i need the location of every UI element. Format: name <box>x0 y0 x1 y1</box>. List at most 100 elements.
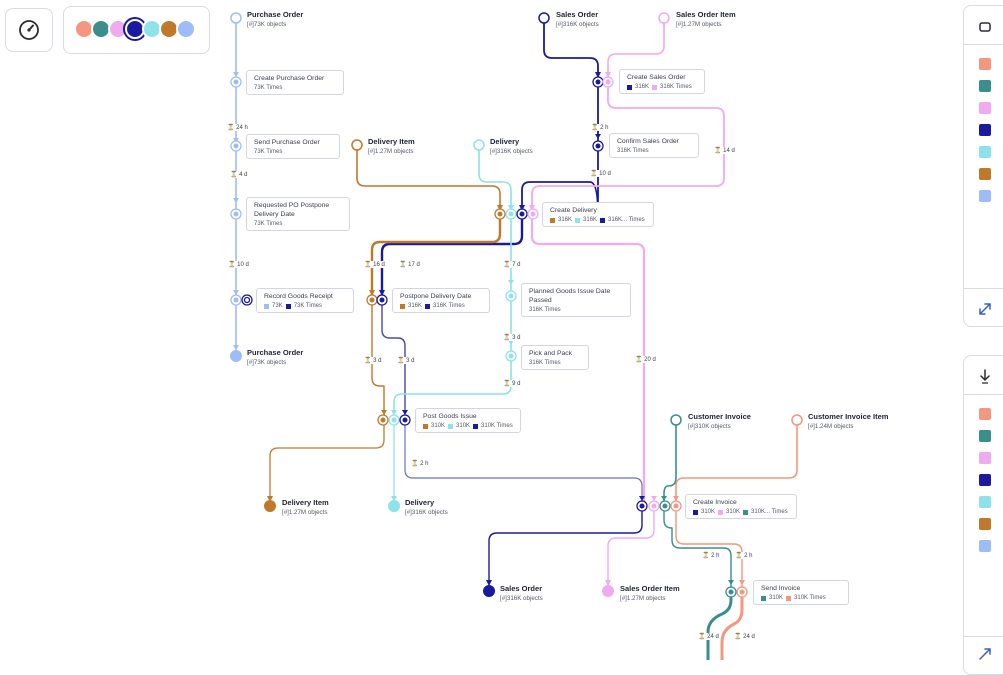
duration-label: ⏳ 2 h <box>701 552 721 559</box>
duration-label: ⏳ 2 h <box>734 552 754 559</box>
object-label-sales-order-item-start[interactable]: Sales Order Item [#]1.27M objects <box>676 10 736 28</box>
duration-label: ⏳ 17 d <box>398 261 421 268</box>
object-label-customer-invoice-start[interactable]: Customer Invoice [#]310K objects <box>688 412 751 430</box>
activity-send-purchase-order[interactable]: Send Purchase Order 73K Times <box>246 134 340 159</box>
duration-label: ⏳ 20 d <box>634 356 657 363</box>
duration-label: ⏳ 2 h <box>410 460 430 467</box>
legend-swatch[interactable] <box>979 452 991 464</box>
cube-icon: [#] <box>676 21 683 28</box>
edge-delivery <box>478 145 512 215</box>
edge-customer-invoice <box>663 421 677 507</box>
legend-swatch[interactable] <box>979 430 991 442</box>
cube-icon: [#] <box>556 21 563 28</box>
duration-label: ⏳ 10 d <box>227 261 250 268</box>
legend-swatch[interactable] <box>979 408 991 420</box>
activity-confirm-sales-order[interactable]: Confirm Sales Order 316K Times <box>609 133 699 158</box>
cube-icon: [#] <box>490 148 497 155</box>
process-graph-canvas <box>230 12 803 660</box>
object-label-purchase-order-start[interactable]: Purchase Order [#]73K objects <box>247 10 304 28</box>
legend-panel-bottom <box>963 355 1003 675</box>
end-node-delivery-item <box>264 500 276 512</box>
object-label-delivery-end[interactable]: Delivery [#]316K objects <box>405 498 448 516</box>
legend-swatch[interactable] <box>979 80 991 92</box>
divider <box>964 288 1003 289</box>
legend-swatch[interactable] <box>979 146 991 158</box>
activity-requested-po-postpone[interactable]: Requested PO Postpone Delivery Date 73K … <box>246 197 350 231</box>
cube-icon: [#] <box>247 21 254 28</box>
object-type-filter[interactable] <box>63 6 210 54</box>
duration-label: ⏳ 7 d <box>502 261 522 268</box>
gauge-button[interactable] <box>5 8 53 52</box>
duration-label: ⏳ 16 d <box>363 261 386 268</box>
start-node-customer-invoice <box>670 414 682 426</box>
object-type-discs <box>74 19 204 41</box>
legend-swatch[interactable] <box>979 168 991 180</box>
object-label-sales-order-item-end[interactable]: Sales Order Item [#]1.27M objects <box>620 584 680 602</box>
duration-label: ⏳ 9 d <box>502 380 522 387</box>
start-node-sales-order <box>538 12 550 24</box>
duration-label: ⏳ 10 d <box>589 170 612 177</box>
duration-label: ⏳ 4 d <box>229 171 249 178</box>
edge-delivery-item <box>356 145 501 215</box>
cube-icon: [#] <box>247 359 254 366</box>
object-label-purchase-order-end[interactable]: Purchase Order [#]73K objects <box>247 348 304 366</box>
end-node-sales-order <box>483 585 495 597</box>
legend-swatch[interactable] <box>979 496 991 508</box>
start-node-sales-order-item <box>658 12 670 24</box>
duration-label: ⏳ 24 h <box>226 124 249 131</box>
duration-label: ⏳ 3 d <box>363 357 383 364</box>
cube-icon: [#] <box>500 595 507 602</box>
expand-arrow-icon[interactable] <box>977 646 993 662</box>
start-node-delivery-item <box>351 139 363 151</box>
start-node-customer-invoice-item <box>791 414 803 426</box>
end-node-sales-order-item <box>602 585 614 597</box>
activity-create-purchase-order[interactable]: Create Purchase Order 73K Times <box>246 70 344 95</box>
legend-swatch[interactable] <box>979 102 991 114</box>
legend-swatch[interactable] <box>979 518 991 530</box>
square-icon[interactable] <box>978 20 992 34</box>
legend-swatch[interactable] <box>979 474 991 486</box>
divider <box>964 636 1003 637</box>
cube-icon: [#] <box>620 595 627 602</box>
cube-icon: [#] <box>282 509 289 516</box>
divider <box>964 394 1003 395</box>
sort-down-icon[interactable] <box>978 368 992 384</box>
expand-arrow-icon[interactable] <box>977 301 993 317</box>
legend-swatch[interactable] <box>979 540 991 552</box>
duration-label: ⏳ 14 d <box>713 147 736 154</box>
activity-planned-goods-issue[interactable]: Planned Goods Issue Date Passed 316K Tim… <box>521 283 631 317</box>
legend-swatch[interactable] <box>979 58 991 70</box>
legend-swatch[interactable] <box>979 124 991 136</box>
object-type-disc[interactable] <box>176 19 196 39</box>
object-label-delivery-item-start[interactable]: Delivery Item [#]1.27M objects <box>368 137 415 155</box>
object-label-delivery-start[interactable]: Delivery [#]316K objects <box>490 137 533 155</box>
cube-icon: [#] <box>808 423 815 430</box>
cube-icon: [#] <box>368 148 375 155</box>
duration-label: ⏳ 24 d <box>733 633 756 640</box>
end-node-purchase-order <box>230 350 242 362</box>
object-label-customer-invoice-item-start[interactable]: Customer Invoice Item [#]1.24M objects <box>808 412 889 430</box>
cube-icon: [#] <box>405 509 412 516</box>
duration-label: ⏳ 2 h <box>590 124 610 131</box>
edge-customer-invoice-item <box>675 421 798 507</box>
object-label-sales-order-start[interactable]: Sales Order [#]316K objects <box>556 10 599 28</box>
legend-swatch[interactable] <box>979 190 991 202</box>
edge-sales-order-item <box>607 21 665 83</box>
object-label-sales-order-end[interactable]: Sales Order [#]316K objects <box>500 584 543 602</box>
start-node-delivery <box>473 139 485 151</box>
object-label-delivery-item-end[interactable]: Delivery Item [#]1.27M objects <box>282 498 329 516</box>
duration-label: ⏳ 24 d <box>697 633 720 640</box>
end-node-delivery <box>388 500 400 512</box>
gauge-icon <box>19 20 39 40</box>
divider <box>964 44 1003 45</box>
cube-icon: [#] <box>688 423 695 430</box>
start-node-purchase-order <box>230 12 242 24</box>
activity-pick-and-pack[interactable]: Pick and Pack 316K Times <box>521 345 589 370</box>
